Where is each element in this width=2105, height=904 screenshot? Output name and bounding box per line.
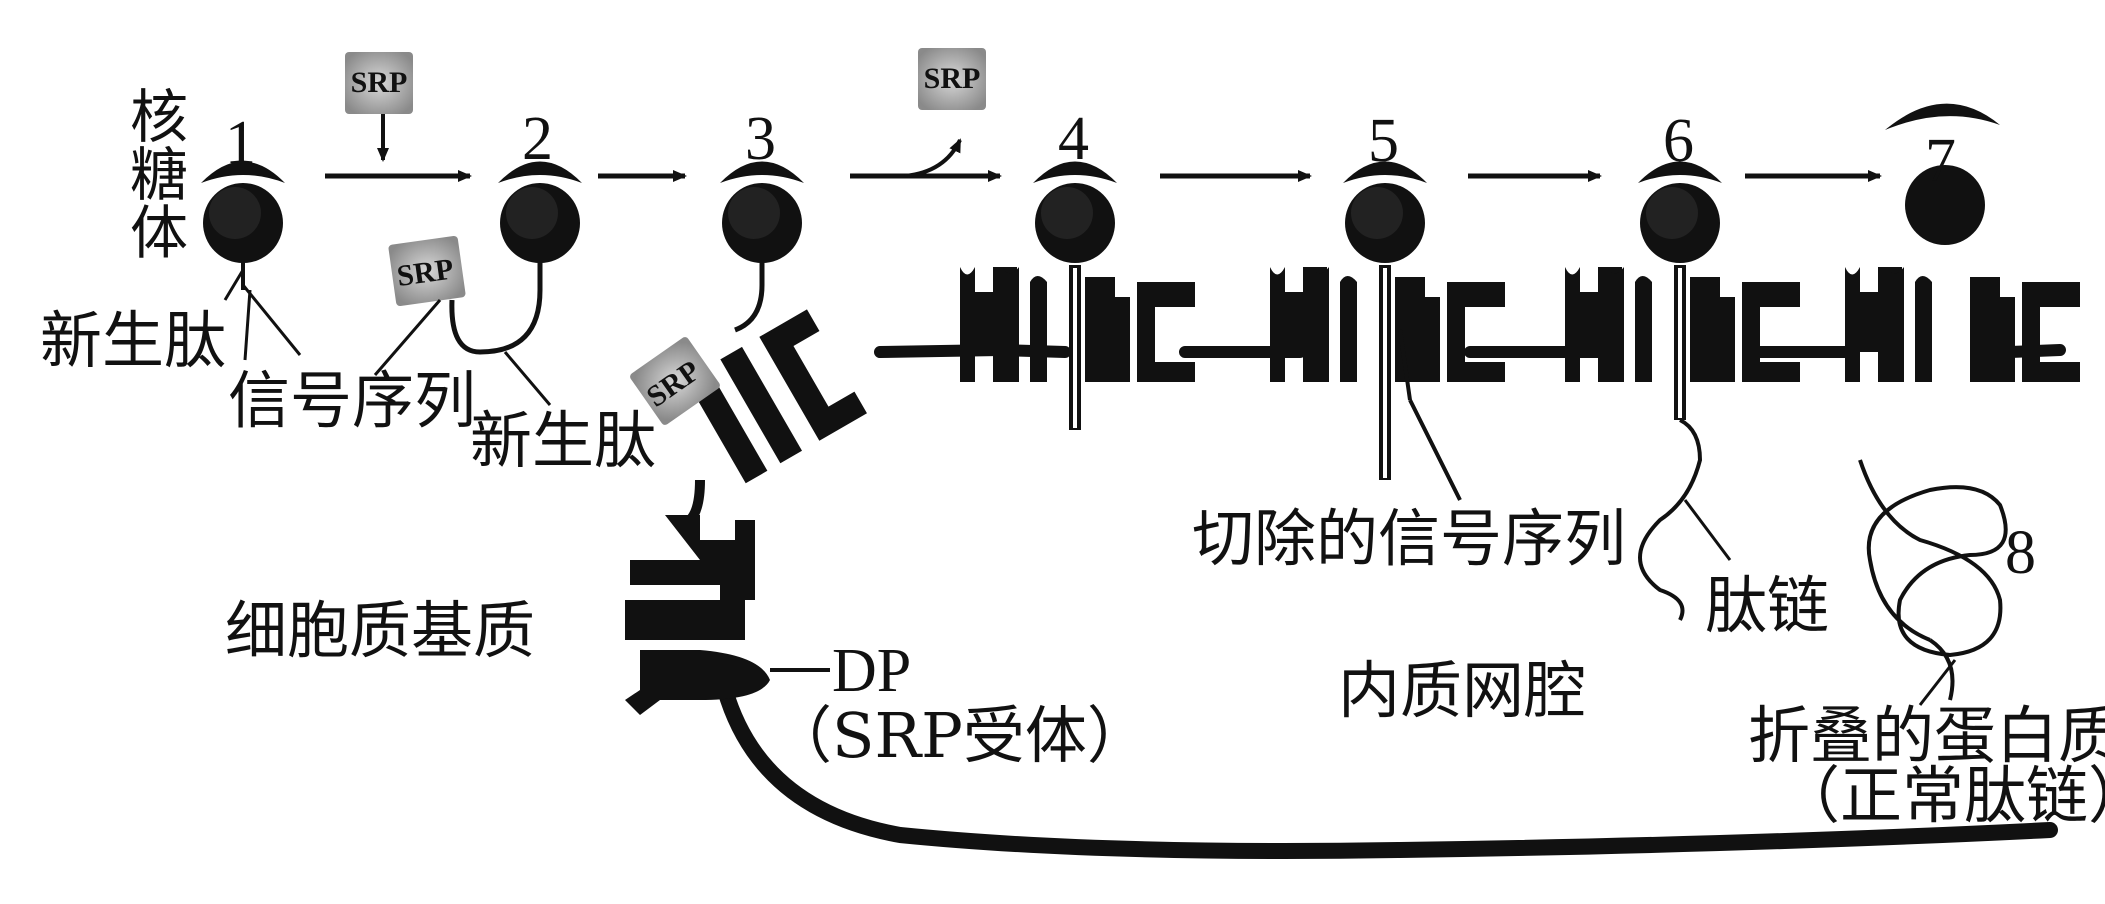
dp-receptor bbox=[630, 515, 755, 600]
peptide-chain-label: 肽链 bbox=[1705, 569, 1830, 642]
step-2: 2 bbox=[522, 105, 553, 173]
cytoplasmic-matrix-label: 细胞质基质 bbox=[225, 594, 536, 667]
dp-note-label: （SRP受体） bbox=[770, 699, 1149, 772]
signal-sequence-label: 信号序列 bbox=[228, 364, 477, 437]
srp-label-top-2: SRP bbox=[924, 62, 981, 95]
step-7: 7 bbox=[1925, 127, 1956, 195]
cleaved-signal-label: 切除的信号序列 bbox=[1192, 502, 1627, 575]
er-membrane-lower bbox=[717, 682, 2058, 859]
step-3: 3 bbox=[745, 105, 776, 173]
er-lumen-label: 内质网腔 bbox=[1338, 654, 1587, 727]
folded-note-label: （正常肽链） bbox=[1778, 759, 2105, 832]
srp-label-2: SRP bbox=[395, 252, 456, 293]
ribosome-label: 核 糖 体 bbox=[130, 83, 189, 267]
step-8: 8 bbox=[2005, 519, 2036, 587]
nascent-peptide-label-2: 新生肽 bbox=[470, 404, 657, 477]
folded-protein-label: 折叠的蛋白质 bbox=[1748, 699, 2105, 772]
dp-label: DP bbox=[832, 637, 912, 705]
step-5: 5 bbox=[1368, 107, 1399, 175]
folded-protein bbox=[1858, 459, 2008, 701]
step-4: 4 bbox=[1058, 105, 1089, 173]
srp-label-top-1: SRP bbox=[351, 66, 408, 99]
step-1: 1 bbox=[225, 109, 256, 177]
step-6: 6 bbox=[1663, 107, 1694, 175]
nascent-peptide-label-1: 新生肽 bbox=[40, 304, 227, 377]
